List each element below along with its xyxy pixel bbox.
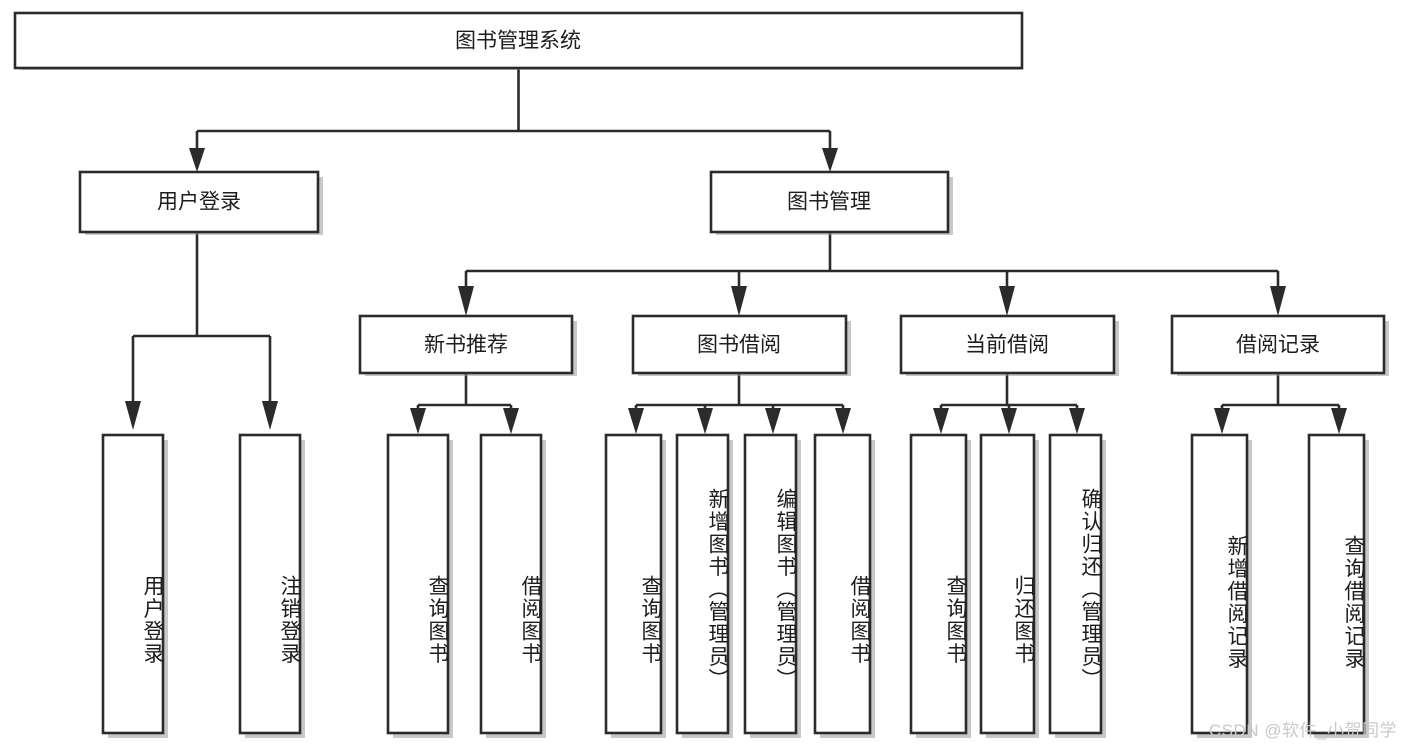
leaf-box-br-query-record[interactable]: [1307, 433, 1366, 735]
leaf-box-user-login[interactable]: [101, 433, 165, 735]
leaf-box-bb-query-book[interactable]: [604, 433, 663, 735]
arrow-head-bb-leaf-1: [628, 408, 644, 434]
node-user-login-label: 用户登录: [157, 191, 241, 214]
leaf-box-cb-confirm-return[interactable]: [1048, 433, 1103, 735]
node-book-manage-box[interactable]: [709, 170, 950, 234]
leaf-box-nb-query-book[interactable]: [386, 433, 450, 735]
node-borrow-record-label: 借阅记录: [1236, 334, 1320, 357]
leaf-box-logout[interactable]: [238, 433, 302, 735]
edges-layer: [125, 68, 1347, 434]
arrow-head-bb-leaf-4: [835, 408, 851, 434]
node-new-book-box[interactable]: [358, 314, 574, 375]
arrow-head-cb-leaf-1: [933, 408, 949, 434]
node-current-borrow-box[interactable]: [899, 314, 1116, 375]
leaf-box-cb-return-book[interactable]: [979, 433, 1036, 735]
arrow-head-leaf-user-login: [125, 401, 141, 430]
arrow-head-current-borrow: [999, 286, 1015, 316]
leaf-box-br-add-record[interactable]: [1190, 433, 1249, 735]
arrow-head-br-leaf-2: [1331, 408, 1347, 434]
leaf-box-bb-borrow-book[interactable]: [813, 433, 872, 735]
arrow-head-bb-leaf-2: [697, 408, 713, 434]
node-book-manage-label: 图书管理: [787, 191, 871, 214]
csdn-watermark: CSDN @软件_小贺同学: [1208, 721, 1397, 740]
arrow-head-cb-leaf-2: [1001, 408, 1017, 434]
arrow-head-leaf-logout: [262, 401, 278, 430]
node-root-box[interactable]: [13, 11, 1024, 70]
arrow-head-nb-leaf-1: [410, 408, 426, 434]
arrow-head-cb-leaf-3: [1069, 408, 1085, 434]
arrow-head-bb-leaf-3: [765, 408, 781, 434]
node-book-borrow-label: 图书借阅: [697, 334, 781, 357]
nodes-layer: 图书管理系统 用户登录 图书管理 新书推荐 图书借阅 当前借阅 借阅记录: [13, 11, 1389, 738]
node-current-borrow-label: 当前借阅: [965, 334, 1049, 357]
arrow-head-br-leaf-1: [1214, 408, 1230, 434]
arrow-head-user-login: [189, 148, 205, 172]
leaf-box-cb-query-book[interactable]: [909, 433, 968, 735]
leaf-box-bb-edit-book[interactable]: [743, 433, 798, 735]
node-new-book-label: 新书推荐: [424, 334, 508, 357]
leaf-box-nb-borrow-book[interactable]: [479, 433, 543, 735]
arrow-head-nb-leaf-2: [503, 408, 519, 434]
arrow-head-book-manage: [822, 148, 838, 172]
arrow-head-new-book: [458, 286, 474, 316]
node-borrow-record-box[interactable]: [1170, 314, 1386, 375]
node-book-borrow-box[interactable]: [631, 314, 848, 375]
leaf-box-bb-add-book[interactable]: [675, 433, 730, 735]
arrow-head-borrow-record: [1270, 286, 1286, 316]
arrow-head-book-borrow: [731, 286, 747, 316]
node-root-label: 图书管理系统: [455, 30, 581, 53]
node-user-login-box[interactable]: [78, 170, 320, 234]
